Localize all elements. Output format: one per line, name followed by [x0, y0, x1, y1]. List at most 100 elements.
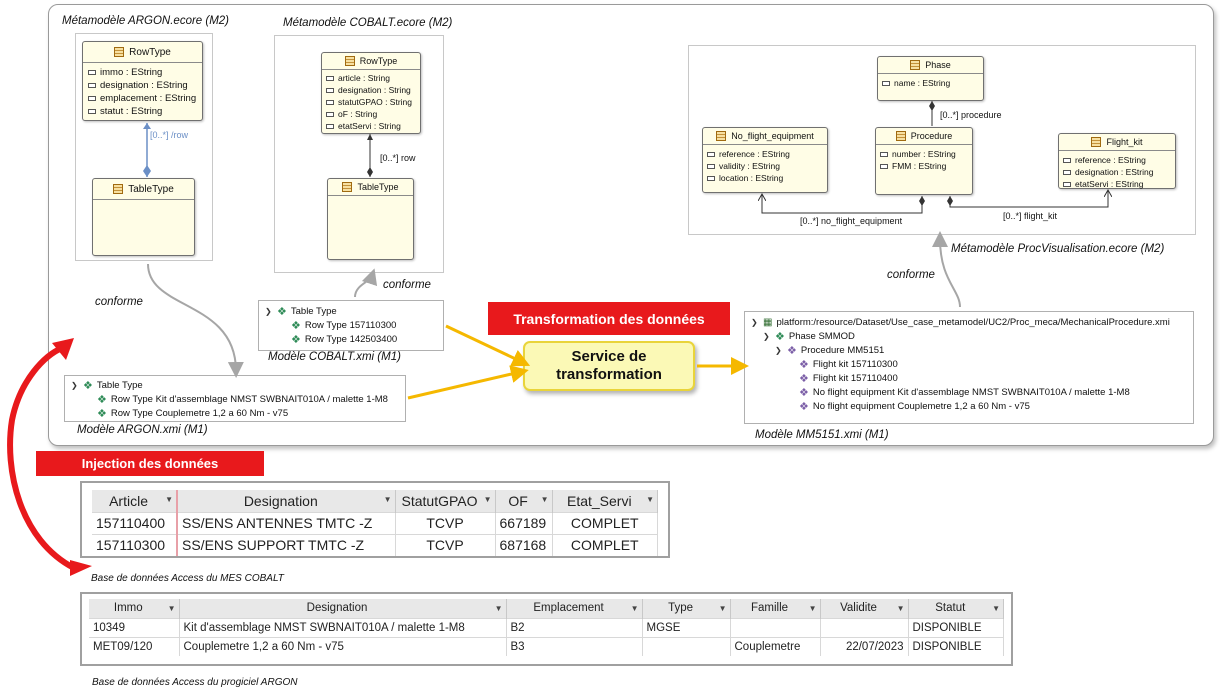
injection-banner: Injection des données	[36, 451, 264, 476]
cobalt-rowtype-class[interactable]: RowType article : String designation : S…	[321, 52, 421, 134]
attribute: designation : EString	[100, 80, 188, 91]
injection-arc-tail	[70, 560, 92, 576]
attribute: designation : String	[338, 85, 411, 95]
column-header-designation[interactable]: Designation▼	[179, 599, 507, 618]
table-row[interactable]: 10349 Kit d'assemblage NMST SWBNAIT010A …	[89, 617, 1004, 637]
attribute-icon	[1063, 169, 1071, 175]
chevron-down-icon[interactable]: ❯	[763, 331, 770, 341]
attribute: FMM : EString	[892, 161, 947, 171]
column-header-statut[interactable]: Statut▼	[908, 599, 1004, 618]
service-line-2: transformation	[556, 366, 662, 383]
argon-tabletype-class[interactable]: TableType	[92, 178, 195, 256]
table-row[interactable]: 157110400 SS/ENS ANTENNES TMTC -Z TCVP 6…	[92, 511, 658, 534]
chevron-down-icon[interactable]: ❯	[265, 306, 272, 316]
column-header-designation[interactable]: Designation▼	[176, 490, 396, 512]
chevron-down-icon[interactable]: ▼	[383, 494, 392, 504]
chevron-down-icon[interactable]: ▼	[494, 604, 503, 614]
argon-conforme-label: conforme	[95, 296, 143, 308]
tree-node-flight-kit[interactable]: ❖Flight kit 157110300	[799, 358, 898, 371]
mm5151-model-tree: ❯▦platform:/resource/Dataset/Use_case_me…	[744, 311, 1194, 424]
column-header-emplacement[interactable]: Emplacement▼	[506, 599, 643, 618]
mm5151-conforme-label: conforme	[887, 269, 935, 281]
column-header-etat-servi[interactable]: Etat_Servi▼	[552, 490, 658, 512]
chevron-down-icon[interactable]: ▼	[540, 494, 549, 504]
attribute-icon	[326, 75, 334, 81]
column-header-article[interactable]: Article▼	[92, 490, 178, 512]
tree-node-row[interactable]: ❖Row Type 157110300	[291, 319, 397, 332]
transformation-banner: Transformation des données	[488, 302, 730, 335]
chevron-down-icon[interactable]: ▼	[167, 604, 176, 614]
model-element-icon: ❖	[291, 319, 301, 332]
no-flight-equipment-class[interactable]: No_flight_equipment reference : EString …	[702, 127, 828, 193]
chevron-down-icon[interactable]: ❯	[751, 317, 758, 327]
argon-db-caption: Base de données Access du progiciel ARGO…	[92, 677, 298, 688]
column-header-famille[interactable]: Famille▼	[730, 599, 821, 618]
phase-class[interactable]: Phase name : EString	[877, 56, 984, 101]
class-name: Procedure	[910, 131, 953, 141]
cobalt-xmi-caption: Modèle COBALT.xmi (M1)	[268, 351, 401, 363]
class-name: RowType	[359, 56, 398, 66]
model-element-icon: ❖	[97, 393, 107, 406]
attribute: number : EString	[892, 149, 956, 159]
attribute-icon	[880, 163, 888, 169]
chevron-down-icon[interactable]: ▼	[646, 494, 654, 504]
model-element-icon: ❖	[799, 386, 809, 399]
chevron-down-icon[interactable]: ▼	[808, 604, 817, 614]
column-header-statutgpao[interactable]: StatutGPAO▼	[395, 490, 496, 512]
cobalt-ecore-caption: Métamodèle COBALT.ecore (M2)	[283, 17, 453, 29]
attribute: emplacement : EString	[100, 93, 197, 104]
model-element-icon: ❖	[799, 372, 809, 385]
chevron-down-icon[interactable]: ▼	[483, 494, 492, 504]
class-name: TableType	[357, 182, 399, 192]
table-row[interactable]: 157110300 SS/ENS SUPPORT TMTC -Z TCVP 68…	[92, 533, 658, 556]
model-element-icon: ❖	[277, 305, 287, 318]
tree-node-phase[interactable]: ❯❖Phase SMMOD	[763, 330, 855, 343]
model-element-icon: ❖	[775, 330, 785, 343]
tree-node-procedure[interactable]: ❯❖Procedure MM5151	[775, 344, 885, 357]
table-row[interactable]: MET09/120 Couplemetre 1,2 a 60 Nm - v75 …	[89, 636, 1004, 656]
class-name: No_flight_equipment	[731, 131, 814, 141]
class-name: TableType	[128, 183, 174, 195]
service-line-1: Service de	[571, 348, 647, 365]
attribute: statutGPAO : String	[338, 97, 413, 107]
chevron-down-icon[interactable]: ❯	[71, 380, 78, 390]
cobalt-tabletype-class[interactable]: TableType	[327, 178, 414, 260]
tree-node-flight-kit[interactable]: ❖Flight kit 157110400	[799, 372, 898, 385]
flight-kit-class[interactable]: Flight_kit reference : EString designati…	[1058, 133, 1176, 189]
class-name: Phase	[925, 60, 951, 70]
argon-access-table: Immo▼ Designation▼ Emplacement▼ Type▼ Fa…	[80, 592, 1013, 666]
mm5151-xmi-caption: Modèle MM5151.xmi (M1)	[755, 429, 889, 441]
tree-node-no-flight-equipment[interactable]: ❖No flight equipment Kit d'assemblage NM…	[799, 386, 1130, 399]
column-header-type[interactable]: Type▼	[642, 599, 731, 618]
argon-row-reference-label: [0..*] /row	[150, 130, 189, 140]
tree-node-resource[interactable]: ❯▦platform:/resource/Dataset/Use_case_me…	[751, 316, 1170, 328]
column-header-validite[interactable]: Validite▼	[820, 599, 909, 618]
eclass-icon	[113, 184, 124, 194]
eclass-icon	[716, 131, 727, 141]
tree-node-table[interactable]: ❯❖Table Type	[71, 379, 143, 392]
argon-rowtype-class[interactable]: RowType immo : EString designation : ESt…	[82, 41, 203, 121]
transformation-service-box: Service de transformation	[523, 341, 695, 391]
chevron-down-icon[interactable]: ▼	[718, 604, 727, 614]
attribute: location : EString	[719, 173, 784, 183]
attribute-icon	[1063, 181, 1071, 187]
chevron-down-icon[interactable]: ▼	[165, 494, 173, 504]
model-element-icon: ❖	[799, 358, 809, 371]
procedure-class[interactable]: Procedure number : EString FMM : EString	[875, 127, 973, 195]
model-element-icon: ❖	[83, 379, 93, 392]
tree-node-row[interactable]: ❖Row Type Couplemetre 1,2 a 60 Nm - v75	[97, 407, 289, 420]
tree-node-row[interactable]: ❖Row Type Kit d'assemblage NMST SWBNAIT0…	[97, 393, 388, 406]
column-header-of[interactable]: OF▼	[495, 490, 553, 512]
column-header-immo[interactable]: Immo▼	[89, 599, 180, 618]
chevron-down-icon[interactable]: ▼	[992, 604, 1000, 614]
chevron-down-icon[interactable]: ▼	[630, 604, 639, 614]
tree-node-table[interactable]: ❯❖Table Type	[265, 305, 337, 318]
tree-node-row[interactable]: ❖Row Type 142503400	[291, 333, 398, 346]
attribute-icon	[326, 87, 334, 93]
model-element-icon: ❖	[291, 333, 301, 346]
chevron-down-icon[interactable]: ❯	[775, 345, 782, 355]
attribute: validity : EString	[719, 161, 780, 171]
attribute-icon	[1063, 157, 1071, 163]
chevron-down-icon[interactable]: ▼	[896, 604, 905, 614]
tree-node-no-flight-equipment[interactable]: ❖No flight equipment Couplemetre 1,2 a 6…	[799, 400, 1030, 413]
